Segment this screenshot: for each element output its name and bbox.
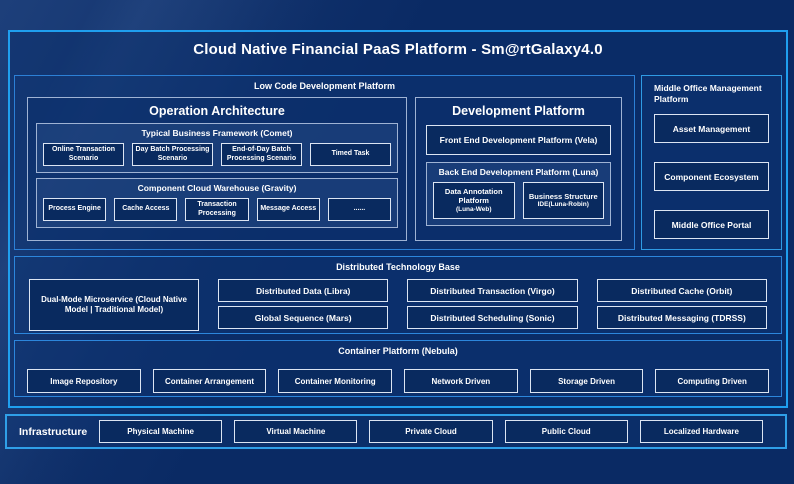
gravity-group-label: Component Cloud Warehouse (Gravity) [137,183,297,193]
development-platform-box: Development Platform Front End Developme… [415,97,622,241]
box-transaction-processing: Transaction Processing [185,198,249,221]
box-dual-mode-microservice: Dual-Mode Microservice (Cloud Native Mod… [29,279,199,331]
box-private-cloud: Private Cloud [369,420,493,443]
top-row: Low Code Development Platform Operation … [14,75,782,250]
box-message-access: Message Access [256,198,320,221]
distributed-column-2: Distributed Transaction (Virgo) Distribu… [407,279,578,331]
box-middle-office-portal: Middle Office Portal [654,210,769,239]
low-code-development-platform-panel: Low Code Development Platform Operation … [14,75,635,250]
box-localized-hardware: Localized Hardware [639,420,764,443]
development-platform-title: Development Platform [452,103,585,118]
box-cache-access: Cache Access [114,198,178,221]
page-title: Cloud Native Financial PaaS Platform - S… [193,40,603,58]
box-process-engine: Process Engine [43,198,107,221]
box-image-repository: Image Repository [27,369,141,393]
box-distributed-transaction-virgo: Distributed Transaction (Virgo) [407,279,578,302]
middle-office-management-platform-panel: Middle Office Management Platform Asset … [641,75,782,250]
gravity-leaf-row: Process Engine Cache Access Transaction … [43,198,392,221]
distributed-column-1: Distributed Data (Libra) Global Sequence… [218,279,389,331]
business-structure-name: Business Structure [528,191,598,201]
infrastructure-panel: Infrastructure Physical Machine Virtual … [5,414,787,449]
box-distributed-cache-orbit: Distributed Cache (Orbit) [596,279,767,302]
box-ellipsis: ...... [327,198,392,221]
low-code-panel-label: Low Code Development Platform [253,81,396,91]
box-public-cloud: Public Cloud [504,420,628,443]
typical-business-framework-group: Typical Business Framework (Comet) Onlin… [36,123,398,173]
box-asset-management: Asset Management [654,114,769,144]
infrastructure-label: Infrastructure [19,425,88,438]
box-component-ecosystem: Component Ecosystem [654,162,769,192]
distributed-panel-label: Distributed Technology Base [336,262,460,272]
component-cloud-warehouse-group: Component Cloud Warehouse (Gravity) Proc… [36,178,398,228]
box-data-annotation-platform: Data Annotation Platform (Luna-Web) [433,182,515,219]
container-boxes-row: Image Repository Container Arrangement C… [27,369,770,393]
middle-office-panel-label: Middle Office Management Platform [654,83,762,105]
data-annotation-platform-name: Data Annotation Platform [444,187,503,206]
distributed-grid: Dual-Mode Microservice (Cloud Native Mod… [29,279,767,331]
box-timed-task: Timed Task [310,143,391,166]
box-distributed-messaging-tdrss: Distributed Messaging (TDRSS) [596,306,767,329]
box-end-of-day-batch-processing-scenario: End-of-Day Batch Processing Scenario [221,143,302,166]
box-distributed-scheduling-sonic: Distributed Scheduling (Sonic) [407,306,578,329]
box-business-structure-ide: Business Structure IDE(Luna-Robin) [522,182,604,219]
luna-group-label: Back End Development Platform (Luna) [438,167,599,177]
container-panel-label: Container Platform (Nebula) [338,346,458,356]
box-computing-driven: Computing Driven [655,369,770,393]
box-container-arrangement: Container Arrangement [152,369,267,393]
container-platform-panel: Container Platform (Nebula) Image Reposi… [14,340,782,397]
box-storage-driven: Storage Driven [529,369,644,393]
luna-leaf-row: Data Annotation Platform (Luna-Web) Busi… [433,182,604,219]
box-front-end-development-platform-vela: Front End Development Platform (Vela) [426,125,611,155]
comet-leaf-row: Online Transaction Scenario Day Batch Pr… [43,143,391,166]
comet-group-label: Typical Business Framework (Comet) [141,128,293,138]
box-container-monitoring: Container Monitoring [278,369,393,393]
box-network-driven: Network Driven [404,369,518,393]
middle-office-boxes: Asset Management Component Ecosystem Mid… [654,114,769,239]
distributed-technology-base-panel: Distributed Technology Base Dual-Mode Mi… [14,256,782,334]
business-structure-sub: IDE(Luna-Robin) [537,201,589,209]
data-annotation-platform-sub: (Luna-Web) [455,205,492,213]
operation-architecture-box: Operation Architecture Typical Business … [27,97,407,241]
box-day-batch-processing-scenario: Day Batch Processing Scenario [132,143,213,166]
distributed-column-3: Distributed Cache (Orbit) Distributed Me… [596,279,767,331]
box-physical-machine: Physical Machine [99,420,223,443]
box-global-sequence-mars: Global Sequence (Mars) [218,306,389,329]
back-end-development-platform-group: Back End Development Platform (Luna) Dat… [426,162,611,226]
box-distributed-data-libra: Distributed Data (Libra) [218,279,389,302]
infrastructure-boxes: Physical Machine Virtual Machine Private… [99,420,764,443]
low-code-columns: Operation Architecture Typical Business … [27,97,622,241]
box-online-transaction-scenario: Online Transaction Scenario [43,143,124,166]
box-virtual-machine: Virtual Machine [234,420,358,443]
operation-architecture-title: Operation Architecture [149,103,285,118]
platform-frame: Cloud Native Financial PaaS Platform - S… [8,30,788,408]
